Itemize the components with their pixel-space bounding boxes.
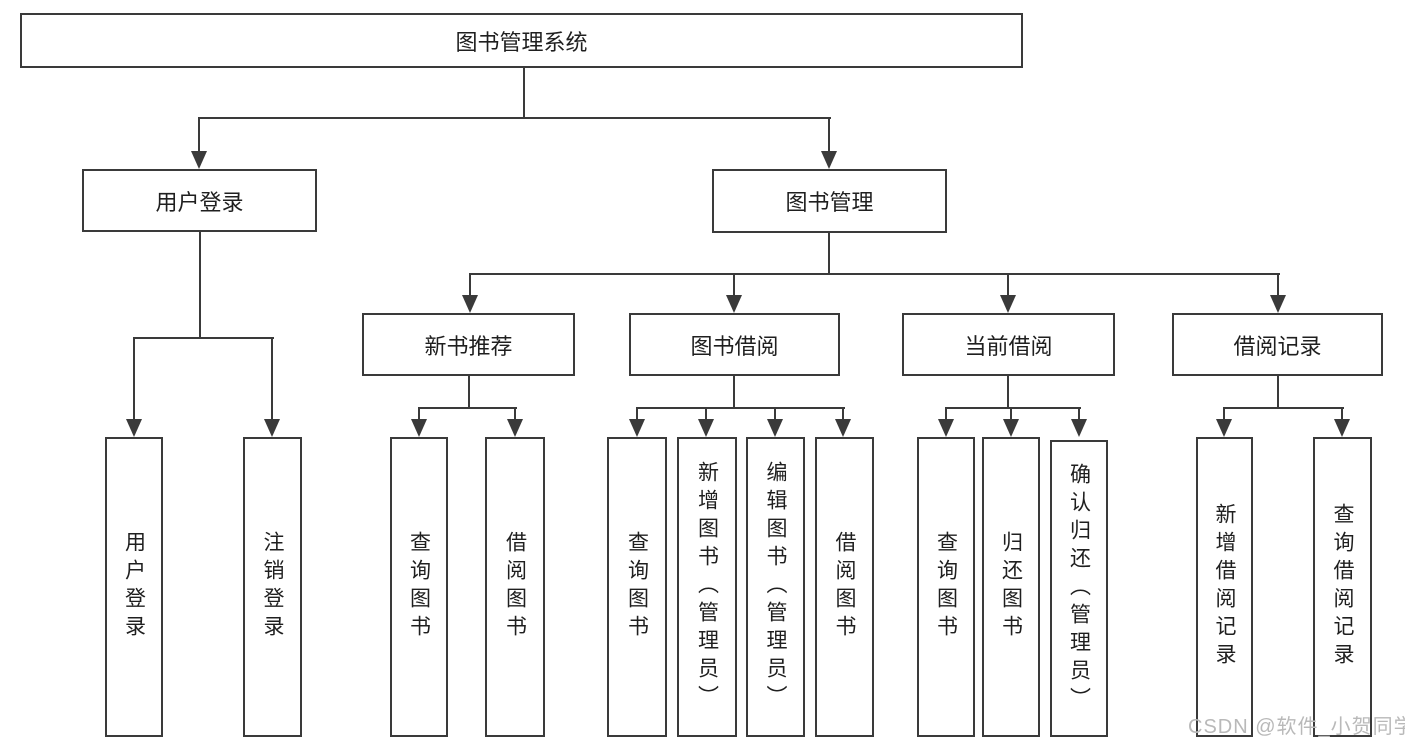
arrowhead-icon — [462, 295, 478, 313]
leaf-label: 新增图书（管理员） — [695, 461, 719, 713]
node-borrowing-records: 借阅记录 — [1172, 313, 1383, 376]
leaf-borrow-books: 借阅图书 — [815, 437, 874, 737]
arrowhead-icon — [938, 419, 954, 437]
arrowhead-icon — [767, 419, 783, 437]
leaf-label: 查询图书 — [625, 531, 649, 643]
node-book-borrowing: 图书借阅 — [629, 313, 840, 376]
connector-line — [418, 407, 517, 409]
connector-line — [134, 337, 274, 339]
leaf-borrow-books-recommend: 借阅图书 — [485, 437, 545, 737]
connector-line — [1223, 407, 1225, 423]
leaf-label: 用户登录 — [122, 531, 146, 643]
node-current-borrowing: 当前借阅 — [902, 313, 1115, 376]
leaf-label: 查询图书 — [407, 531, 431, 643]
node-label: 图书管理系统 — [455, 29, 588, 55]
leaf-add-books-admin: 新增图书（管理员） — [677, 437, 737, 737]
node-label: 借阅记录 — [1233, 333, 1322, 359]
connector-line — [1007, 273, 1009, 299]
connector-line — [705, 407, 707, 423]
connector-line — [636, 407, 638, 423]
leaf-query-books-current: 查询图书 — [917, 437, 975, 737]
arrowhead-icon — [835, 419, 851, 437]
leaf-label: 归还图书 — [999, 531, 1023, 643]
connector-line — [199, 232, 201, 337]
leaf-edit-books-admin: 编辑图书（管理员） — [746, 437, 805, 737]
connector-line — [733, 376, 735, 409]
arrowhead-icon — [1003, 419, 1019, 437]
node-label: 当前借阅 — [964, 333, 1053, 359]
connector-line — [733, 273, 735, 299]
connector-line — [514, 407, 516, 423]
connector-line — [523, 68, 525, 117]
arrowhead-icon — [629, 419, 645, 437]
connector-line — [271, 337, 273, 421]
connector-line — [945, 407, 1081, 409]
leaf-user-login: 用户登录 — [105, 437, 163, 737]
arrowhead-icon — [264, 419, 280, 437]
connector-line — [1010, 407, 1012, 423]
connector-line — [828, 117, 830, 153]
leaf-label: 借阅图书 — [833, 531, 856, 643]
arrowhead-icon — [821, 151, 837, 169]
connector-line — [945, 407, 947, 423]
leaf-logout: 注销登录 — [243, 437, 302, 737]
connector-line — [1007, 376, 1009, 409]
connector-line — [1341, 407, 1343, 423]
arrowhead-icon — [1270, 295, 1286, 313]
leaf-label: 查询借阅记录 — [1331, 503, 1354, 671]
leaf-label: 确认归还（管理员） — [1067, 462, 1091, 715]
node-label: 图书管理 — [785, 190, 874, 215]
csdn-watermark: CSDN @软件_小贺同学 — [1188, 716, 1405, 738]
node-label: 用户登录 — [155, 189, 244, 215]
node-label: 图书借阅 — [690, 333, 779, 359]
arrowhead-icon — [411, 419, 427, 437]
node-label: 新书推荐 — [424, 333, 513, 359]
leaf-confirm-return-admin: 确认归还（管理员） — [1050, 440, 1108, 737]
connector-line — [198, 117, 200, 153]
connector-line — [1277, 273, 1279, 299]
connector-line — [1078, 407, 1080, 423]
arrowhead-icon — [126, 419, 142, 437]
arrowhead-icon — [698, 419, 714, 437]
arrowhead-icon — [726, 295, 742, 313]
node-user-login: 用户登录 — [82, 169, 317, 232]
connector-line — [469, 273, 471, 299]
leaf-label: 编辑图书（管理员） — [764, 461, 787, 713]
connector-line — [828, 233, 830, 275]
leaf-label: 注销登录 — [261, 531, 284, 643]
leaf-label: 借阅图书 — [503, 531, 527, 643]
node-library-management-system: 图书管理系统 — [20, 13, 1023, 68]
connector-line — [199, 117, 831, 119]
arrowhead-icon — [1216, 419, 1232, 437]
node-book-management: 图书管理 — [712, 169, 947, 233]
connector-line — [774, 407, 776, 423]
leaf-label: 查询图书 — [934, 531, 958, 643]
leaf-query-books-borrowing: 查询图书 — [607, 437, 667, 737]
connector-line — [133, 337, 135, 421]
arrowhead-icon — [507, 419, 523, 437]
connector-line — [842, 407, 844, 423]
connector-line — [1277, 376, 1279, 409]
leaf-query-borrow-record: 查询借阅记录 — [1313, 437, 1372, 737]
arrowhead-icon — [1000, 295, 1016, 313]
leaf-query-books-recommend: 查询图书 — [390, 437, 448, 737]
arrowhead-icon — [191, 151, 207, 169]
arrowhead-icon — [1071, 419, 1087, 437]
arrowhead-icon — [1334, 419, 1350, 437]
connector-line — [469, 273, 1280, 275]
connector-line — [636, 407, 845, 409]
connector-line — [468, 376, 470, 409]
leaf-return-books: 归还图书 — [982, 437, 1040, 737]
connector-line — [418, 407, 420, 423]
node-new-book-recommend: 新书推荐 — [362, 313, 575, 376]
connector-line — [1223, 407, 1344, 409]
leaf-add-borrow-record: 新增借阅记录 — [1196, 437, 1253, 737]
leaf-label: 新增借阅记录 — [1213, 503, 1236, 671]
